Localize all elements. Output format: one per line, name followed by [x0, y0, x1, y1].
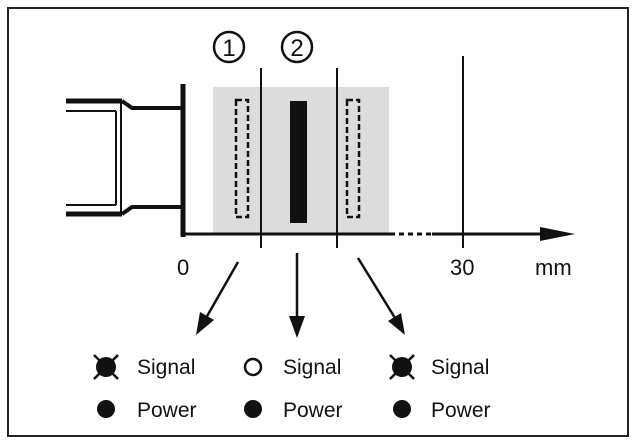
- signal-label: Signal: [283, 356, 341, 379]
- power-on-icon: [97, 400, 115, 418]
- diagram-frame: [7, 7, 629, 437]
- power-label: Power: [283, 399, 343, 422]
- power-on-icon: [244, 400, 262, 418]
- axis-arrowhead-icon: [540, 227, 575, 241]
- distance-axis: [183, 227, 575, 241]
- power-label: Power: [137, 399, 197, 422]
- indicator-group-1: Signal Power: [93, 354, 197, 422]
- signal-label: Signal: [431, 356, 489, 379]
- target-solid: [290, 101, 307, 223]
- signal-off-icon: [243, 357, 263, 377]
- arrow-to-indicator-1: [196, 261, 240, 335]
- signal-flashing-icon: [389, 354, 415, 380]
- power-on-icon: [393, 400, 411, 418]
- sensor-body-icon: [66, 84, 186, 237]
- signal-flashing-icon: [93, 354, 119, 380]
- indicator-group-3: Signal Power: [389, 354, 491, 422]
- target-outline-left: [234, 98, 250, 219]
- zone-number-text: 2: [290, 35, 303, 62]
- zone-number-2: 2: [280, 30, 314, 64]
- indicator-group-2: Signal Power: [243, 356, 343, 422]
- zone-number-1: 1: [212, 30, 246, 64]
- arrow-to-indicator-2: [289, 253, 305, 338]
- target-outline-right: [345, 98, 361, 219]
- zone-number-text: 1: [222, 35, 235, 62]
- axis-unit-label: mm: [535, 255, 572, 280]
- signal-label: Signal: [137, 356, 195, 379]
- axis-origin-label: 0: [177, 255, 189, 280]
- power-label: Power: [431, 399, 491, 422]
- arrow-to-indicator-3: [356, 257, 405, 335]
- axis-tick-label-30: 30: [450, 255, 474, 280]
